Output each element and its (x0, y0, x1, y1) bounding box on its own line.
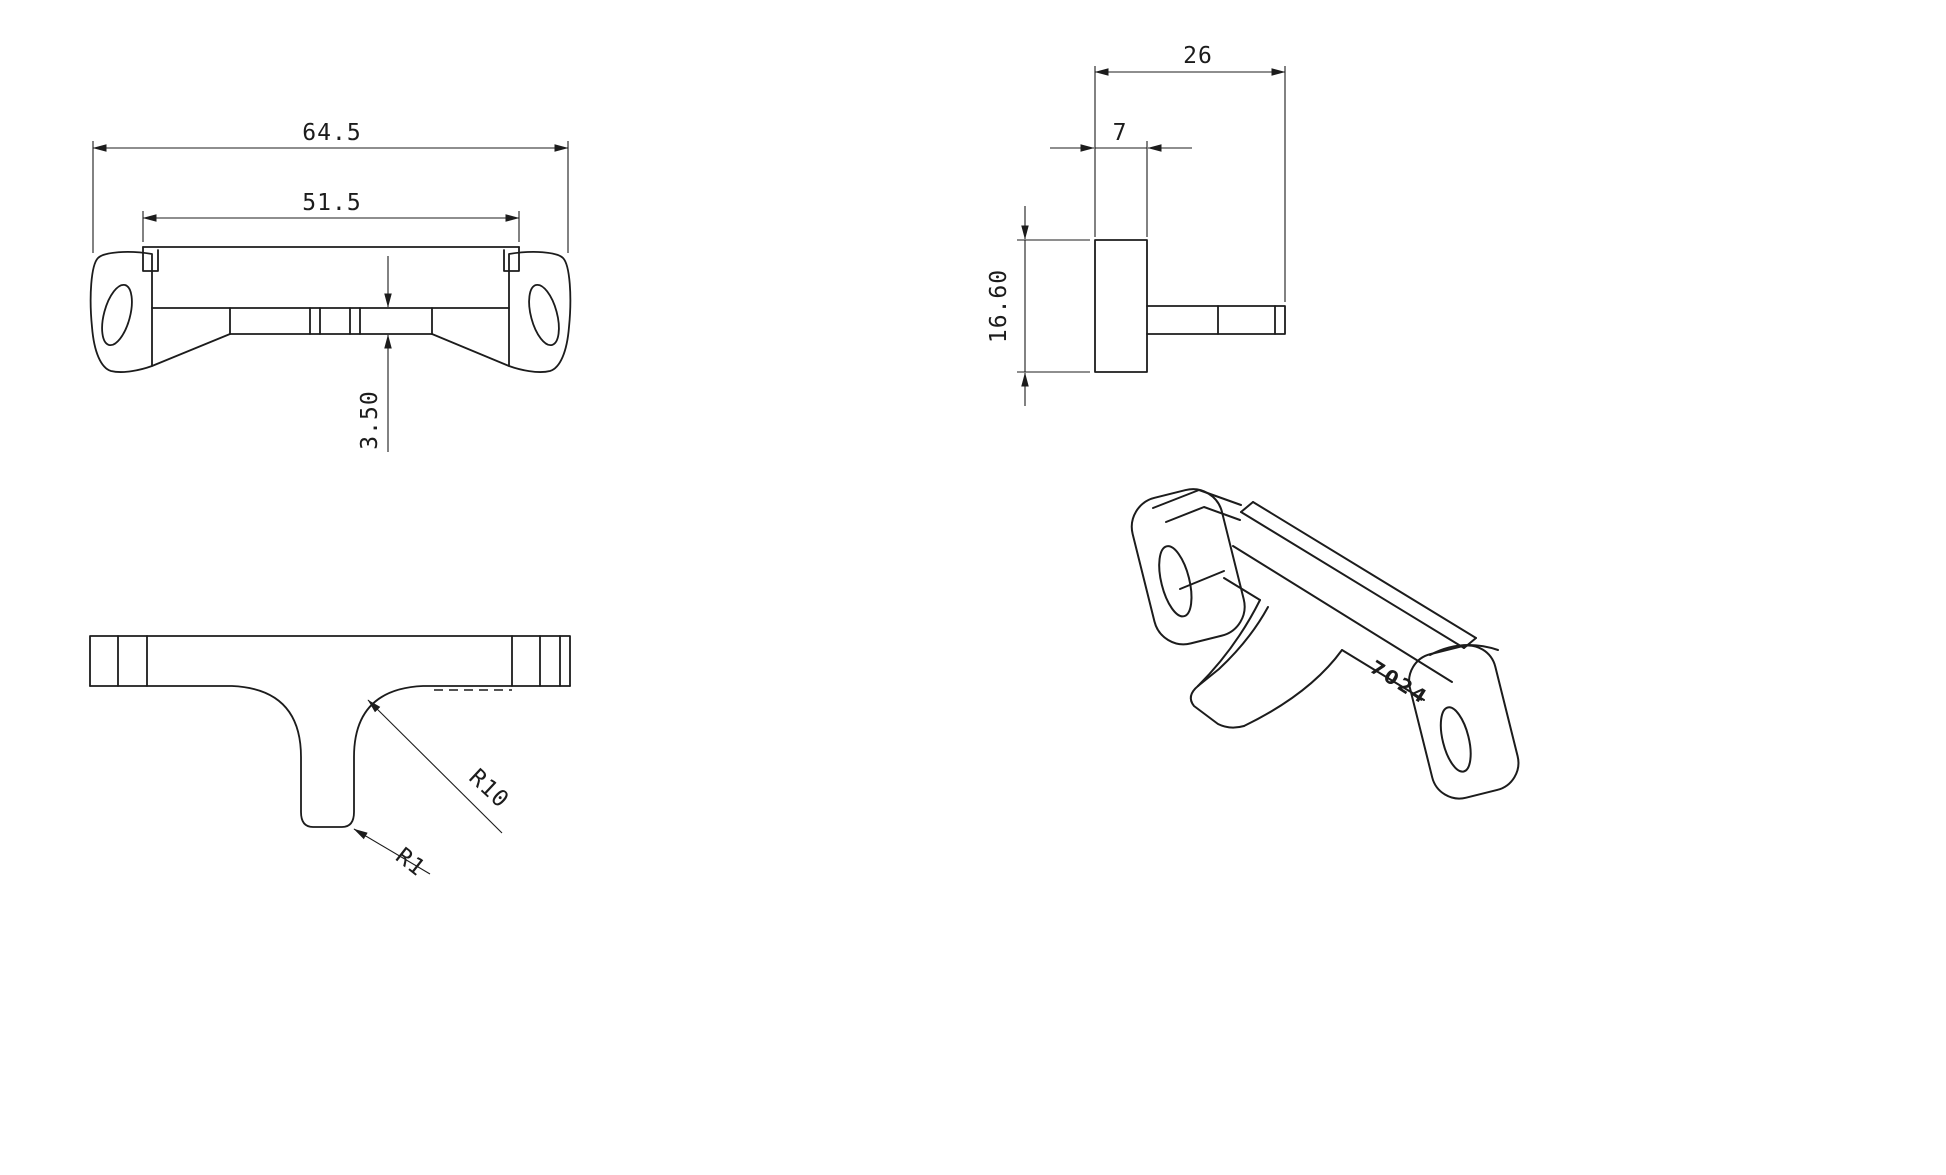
dim-label-height: 16.60 (986, 269, 1012, 343)
side-view: 26 7 16.60 (986, 43, 1286, 406)
side-beam-outline (1146, 305, 1286, 335)
front-left-foot-outline (89, 251, 153, 373)
iso-lower-foot-slot (1439, 706, 1472, 773)
dim-label-channel-width: 51.5 (302, 190, 361, 216)
plan-stem-outline (89, 685, 571, 828)
iso-clip-edge (1152, 489, 1242, 509)
iso-lower-foot-outline (1408, 644, 1520, 800)
front-beam-left-slant (151, 333, 231, 367)
iso-beam-topface-edge (1252, 501, 1477, 639)
dim-label-beam-thickness: 3.50 (357, 390, 383, 449)
iso-stem-left-edge (1197, 599, 1261, 687)
iso-upper-foot-outline (1130, 488, 1246, 646)
dim-label-overall-depth: 26 (1183, 43, 1213, 69)
leader-line (367, 699, 503, 834)
iso-beam-top-edge (1240, 511, 1465, 649)
iso-stem-topface-edge (1197, 606, 1269, 687)
radius-label-fillet: R10 (464, 764, 514, 813)
front-beam-right-slant (431, 333, 510, 367)
front-left-slot (101, 283, 133, 347)
iso-lower-foot (1408, 644, 1520, 800)
front-left-clip (142, 246, 159, 272)
isometric-view: 7024 (1130, 488, 1520, 800)
front-right-slot (528, 283, 560, 347)
iso-beam-end-connector (1240, 501, 1477, 649)
side-wall-outline (1094, 239, 1148, 373)
iso-lower-foot-topface-edge (1429, 644, 1499, 656)
iso-upper-foot-slot (1158, 545, 1193, 618)
iso-clip-edge (1165, 506, 1241, 523)
leader-line (353, 828, 431, 875)
radius-label-corner: R1 (391, 843, 430, 882)
front-view: 64.5 51.5 3.50 (89, 120, 572, 452)
iso-notch-edge (1179, 570, 1225, 590)
iso-beam-bottom-left-edge (1223, 577, 1261, 601)
dim-label-wall-width: 7 (1113, 120, 1128, 146)
plan-flange-outline (89, 635, 571, 687)
front-right-clip (503, 246, 520, 272)
iso-stem-right-edge (1243, 649, 1343, 727)
plan-view: R10 R1 (89, 635, 571, 882)
dim-label-overall-width: 64.5 (302, 120, 361, 146)
iso-beam-front-edge (1232, 545, 1453, 683)
iso-upper-foot (1130, 488, 1246, 646)
iso-stem-end-cap (1189, 685, 1245, 729)
front-right-foot-outline (508, 251, 572, 373)
